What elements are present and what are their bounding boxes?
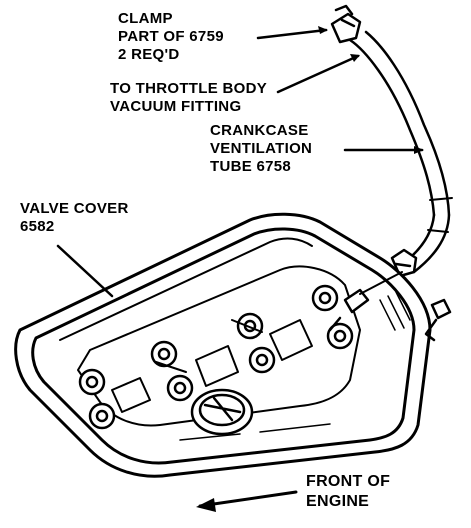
side-fitting <box>424 298 452 342</box>
label-clamp-line-2: PART OF 6759 <box>118 28 224 45</box>
cover-recesses <box>111 319 313 413</box>
label-valve-cover-line-1: VALVE COVER <box>20 200 129 217</box>
bolt-boss <box>150 340 178 368</box>
bolt-boss <box>326 322 354 350</box>
bolt-boss <box>311 284 339 312</box>
leader-clamp <box>256 28 328 40</box>
label-front-of-engine: FRONT OF ENGINE <box>306 472 390 512</box>
label-throttle-line-1: TO THROTTLE BODY <box>110 80 268 97</box>
label-front-line-2: ENGINE <box>306 493 370 510</box>
label-crankcase-line-1: CRANKCASE <box>210 122 309 139</box>
label-crankcase-tube: CRANKCASE VENTILATION TUBE 6758 <box>210 122 312 176</box>
label-throttle-line-2: VACUUM FITTING <box>110 98 242 115</box>
label-valve-cover: VALVE COVER 6582 <box>20 200 129 236</box>
oil-filler-cap <box>190 388 254 436</box>
label-throttle-body: TO THROTTLE BODY VACUUM FITTING <box>110 80 267 116</box>
leader-valve-cover <box>56 244 114 298</box>
bolt-boss <box>236 312 264 340</box>
clamp-top <box>330 4 362 44</box>
bolt-boss <box>166 374 194 402</box>
label-valve-cover-line-2: 6582 <box>20 218 55 235</box>
bolt-boss <box>248 346 276 374</box>
valve-cover-body <box>14 212 432 478</box>
label-clamp-line-3: 2 REQ'D <box>118 46 180 63</box>
leader-arrowheads <box>318 26 424 154</box>
label-front-line-1: FRONT OF <box>306 473 391 490</box>
leader-throttle <box>276 54 360 94</box>
leader-lines <box>56 28 424 298</box>
bolt-boss <box>78 368 106 396</box>
front-arrow <box>196 490 298 512</box>
label-crankcase-line-2: VENTILATION <box>210 140 313 157</box>
label-crankcase-line-3: TUBE 6758 <box>210 158 292 175</box>
bolt-boss <box>88 402 116 430</box>
pcv-fitting <box>328 271 403 332</box>
label-clamp: CLAMP PART OF 6759 2 REQ'D <box>118 10 224 64</box>
ventilation-tube <box>348 30 453 274</box>
label-clamp-line-1: CLAMP <box>118 10 173 27</box>
bolt-bosses <box>78 284 354 430</box>
